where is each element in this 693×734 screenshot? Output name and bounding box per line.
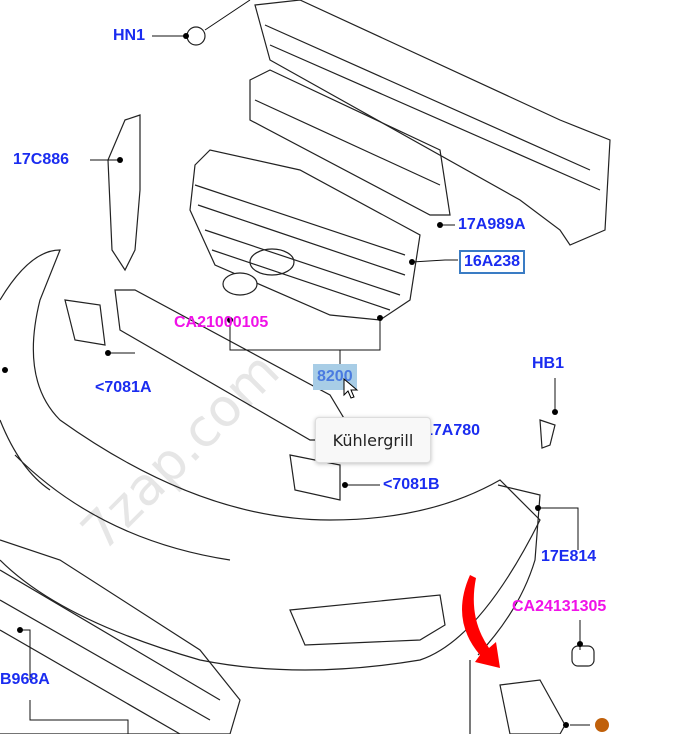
leader-lines — [20, 0, 590, 734]
label-hn1[interactable]: HN1 — [113, 27, 146, 44]
label-17a780[interactable]: 17A780 — [424, 422, 481, 439]
leader-dots — [2, 33, 583, 728]
radiator-grille[interactable] — [189, 149, 421, 321]
label-17a989a[interactable]: 17A989A — [458, 216, 526, 233]
label-17c886[interactable]: 17C886 — [13, 151, 70, 168]
label-b968a[interactable]: B968A — [0, 671, 50, 688]
parking-sensor[interactable] — [571, 645, 595, 667]
bumper-cover[interactable] — [0, 249, 541, 671]
label-17e814[interactable]: 17E814 — [541, 548, 597, 565]
tooltip: Kühlergrill — [315, 417, 431, 463]
bracket-7081a[interactable] — [64, 299, 106, 346]
lower-grille-b968a[interactable] — [0, 539, 241, 734]
label-ca21000105[interactable]: CA21000105 — [174, 314, 269, 331]
side-bracket-17c886[interactable] — [107, 114, 141, 272]
label-16a238[interactable]: 16A238 — [459, 250, 526, 274]
label-hb1[interactable]: HB1 — [532, 355, 565, 372]
red-arrow-icon — [462, 575, 500, 668]
orange-dot-icon — [595, 718, 609, 732]
label-7081a[interactable]: <7081A — [95, 379, 152, 396]
mouse-cursor-icon — [343, 378, 359, 399]
lower-absorber[interactable] — [114, 289, 346, 441]
ford-emblem[interactable] — [222, 272, 258, 296]
sensor-bracket[interactable] — [499, 679, 566, 734]
upper-absorber[interactable] — [249, 69, 451, 216]
trim-17e814[interactable] — [477, 484, 541, 656]
bolt-hb1[interactable] — [539, 419, 556, 449]
label-ca24131305[interactable]: CA24131305 — [512, 598, 607, 615]
bumper-reinforcement[interactable] — [254, 0, 611, 246]
label-7081b[interactable]: <7081B — [383, 476, 440, 493]
nut-hn1[interactable] — [186, 26, 206, 46]
